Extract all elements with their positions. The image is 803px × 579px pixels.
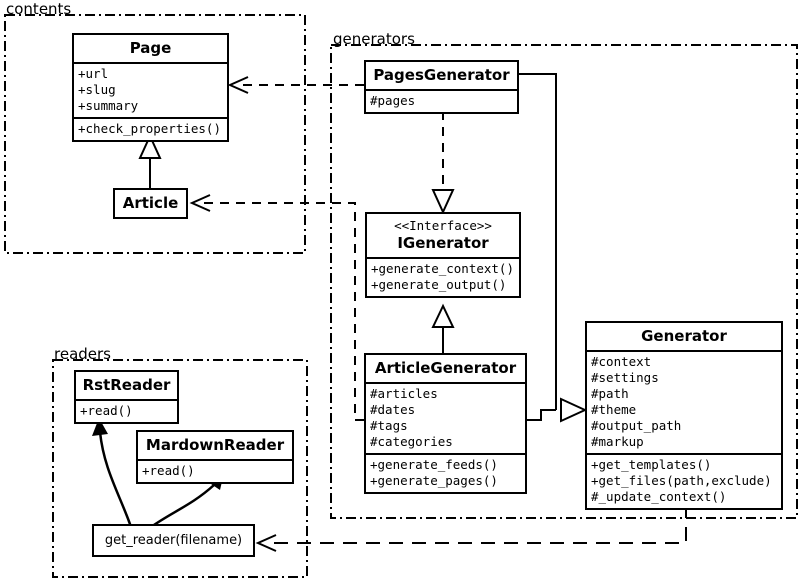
class-operations-generator: +get_templates() +get_files(path,exclude…: [587, 453, 781, 508]
attribute: #tags: [370, 418, 408, 433]
operation: +read(): [142, 463, 195, 478]
edge-articlegenerator-to-generator: [527, 409, 556, 421]
class-attributes-pagesgenerator: #pages: [366, 89, 517, 112]
class-box-pagesgenerator[interactable]: PagesGenerator #pages: [364, 60, 519, 114]
operation: +get_files(path,exclude): [591, 473, 772, 488]
class-operations-page: +check_properties(): [74, 117, 227, 140]
function-box-get-reader[interactable]: get_reader(filename): [92, 524, 255, 557]
class-operations-mardownreader: +read(): [138, 459, 292, 482]
class-name-page: Page: [129, 39, 172, 57]
class-name-pagesgenerator: PagesGenerator: [373, 66, 510, 84]
class-name-articlegenerator: ArticleGenerator: [374, 359, 517, 377]
class-box-articlegenerator[interactable]: ArticleGenerator #articles #dates #tags …: [364, 353, 527, 494]
attribute: +summary: [78, 98, 139, 113]
class-box-article[interactable]: Article: [113, 188, 188, 219]
operation: +generate_feeds(): [370, 457, 498, 472]
class-operations-rstreader: +read(): [76, 399, 177, 422]
attribute: +url: [78, 66, 109, 81]
class-operations-igenerator: +generate_context() +generate_output(): [367, 257, 519, 296]
class-stereotype-igenerator: <<Interface>>: [394, 218, 492, 233]
operation: +generate_context(): [371, 261, 514, 276]
class-attributes-page: +url +slug +summary: [74, 62, 227, 117]
operation: +generate_output(): [371, 277, 507, 292]
operation: +get_templates(): [591, 457, 712, 472]
class-name-rstreader: RstReader: [82, 376, 171, 394]
generalization-arrowhead-igenerator-2: [431, 303, 455, 328]
realization-arrowhead-igenerator: [431, 189, 455, 215]
package-label-readers: readers: [54, 345, 111, 363]
class-box-generator[interactable]: Generator #context #settings #path #them…: [585, 321, 783, 510]
attribute: #theme: [591, 402, 637, 417]
attribute: +slug: [78, 82, 116, 97]
attribute: #context: [591, 354, 652, 369]
generalization-arrowhead-generator: [560, 397, 588, 423]
operation: #_update_context(): [591, 489, 727, 504]
class-box-igenerator[interactable]: <<Interface>> IGenerator +generate_conte…: [365, 212, 521, 298]
class-box-rstreader[interactable]: RstReader +read(): [74, 370, 179, 424]
class-attributes-generator: #context #settings #path #theme #output_…: [587, 350, 781, 453]
dependency-arrowhead-article: [189, 194, 211, 212]
class-attributes-articlegenerator: #articles #dates #tags #categories: [366, 382, 525, 453]
attribute: #pages: [370, 93, 416, 108]
operation: +read(): [80, 403, 133, 418]
attribute: #output_path: [591, 418, 682, 433]
class-box-mardownreader[interactable]: MardownReader +read(): [136, 430, 294, 484]
attribute: #path: [591, 386, 629, 401]
package-label-generators: generators: [333, 30, 415, 48]
dependency-arrowhead-getreader: [255, 534, 277, 552]
attribute: #dates: [370, 402, 416, 417]
edge-getreader-to-mardownreader: [150, 484, 215, 529]
operation: +check_properties(): [78, 121, 221, 136]
class-name-article: Article: [122, 194, 179, 212]
attribute: #settings: [591, 370, 659, 385]
class-name-generator: Generator: [641, 327, 727, 345]
dependency-arrowhead-page: [227, 76, 249, 94]
operation: +generate_pages(): [370, 473, 498, 488]
edge-articlegenerator-to-article-dependency: [202, 202, 364, 421]
class-name-mardownreader: MardownReader: [145, 436, 285, 454]
class-box-page[interactable]: Page +url +slug +summary +check_properti…: [72, 33, 229, 142]
package-label-contents: contents: [6, 0, 72, 18]
attribute: #articles: [370, 386, 438, 401]
edge-getreader-to-rstreader: [98, 431, 133, 528]
function-name-get-reader: get_reader(filename): [104, 533, 243, 548]
class-name-igenerator: IGenerator: [397, 234, 489, 252]
attribute: #markup: [591, 434, 644, 449]
attribute: #categories: [370, 434, 453, 449]
class-operations-articlegenerator: +generate_feeds() +generate_pages(): [366, 453, 525, 492]
